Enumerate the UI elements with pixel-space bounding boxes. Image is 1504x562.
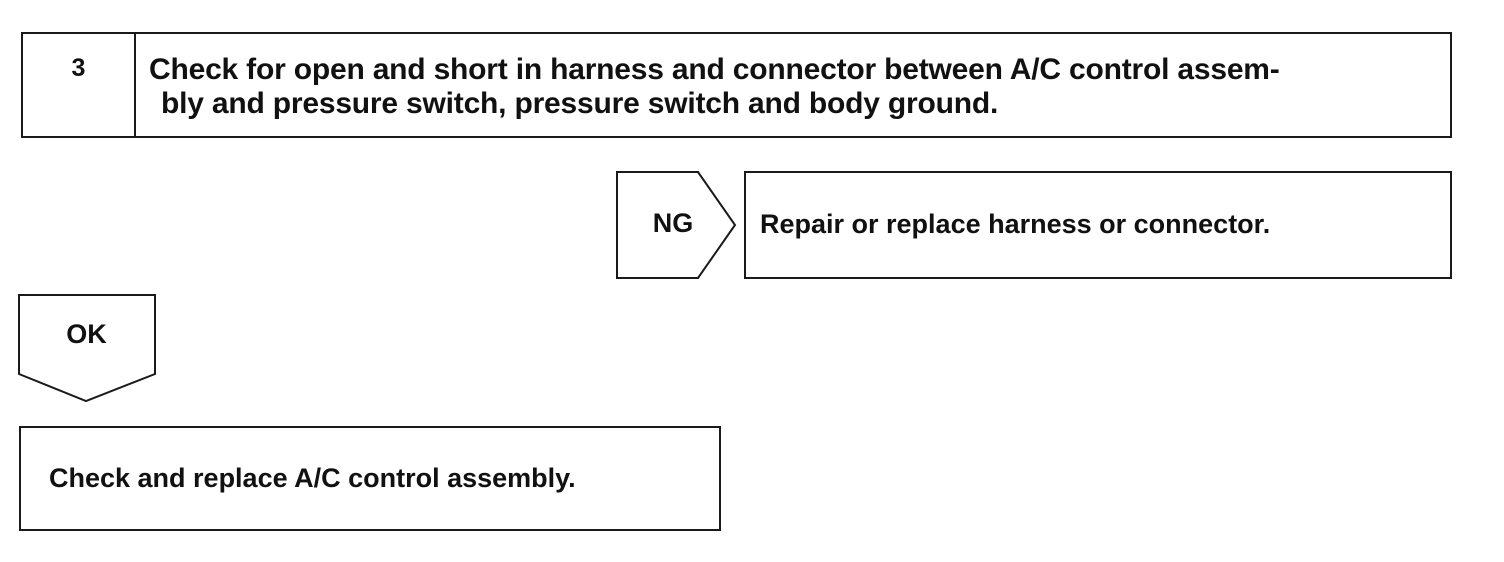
ng-result-text: Repair or replace harness or connector. xyxy=(760,209,1271,239)
step-number: 3 xyxy=(71,54,86,82)
ok-result-text: Check and replace A/C control assembly. xyxy=(49,463,576,493)
ng-label: NG xyxy=(652,208,694,238)
step-instruction-line-1: Check for open and short in harness and … xyxy=(149,53,1280,86)
step-box: 3 Check for open and short in harness an… xyxy=(21,32,1452,138)
step-number-cell: 3 xyxy=(23,34,136,136)
ok-result-box: Check and replace A/C control assembly. xyxy=(19,426,721,531)
ok-label: OK xyxy=(66,319,107,349)
ng-arrow-shape xyxy=(616,171,737,279)
step-instruction: Check for open and short in harness and … xyxy=(149,53,1430,121)
ok-arrow-shape xyxy=(18,294,156,403)
ng-result-box: Repair or replace harness or connector. xyxy=(744,171,1452,279)
step-instruction-line-2: bly and pressure switch, pressure switch… xyxy=(161,87,999,120)
